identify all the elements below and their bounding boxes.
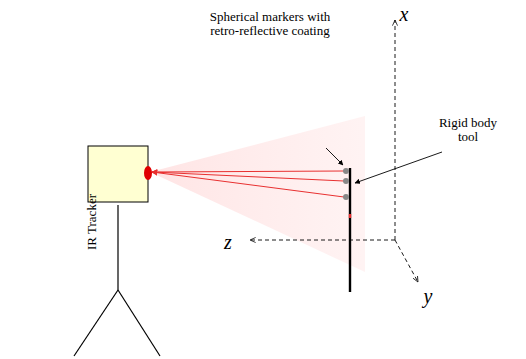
axis-label: z <box>218 232 238 253</box>
axis-label: x <box>394 4 414 25</box>
ir-cone <box>150 116 365 272</box>
tracker-box <box>88 146 148 202</box>
spherical-markers <box>343 168 349 200</box>
callout-label: Rigid body tool <box>429 116 507 143</box>
callout-label: Spherical markers with retro-reflective … <box>200 10 340 37</box>
ir-rays <box>152 171 344 197</box>
leader-line <box>326 148 343 165</box>
ir-sensor <box>144 166 152 180</box>
leader-line <box>355 152 442 183</box>
rigid-body-tool <box>349 168 351 292</box>
axis-label: y <box>418 286 438 307</box>
tool-tip <box>349 214 351 218</box>
coordinate-axes <box>250 20 418 282</box>
device-label: IR Tracker <box>85 177 99 267</box>
